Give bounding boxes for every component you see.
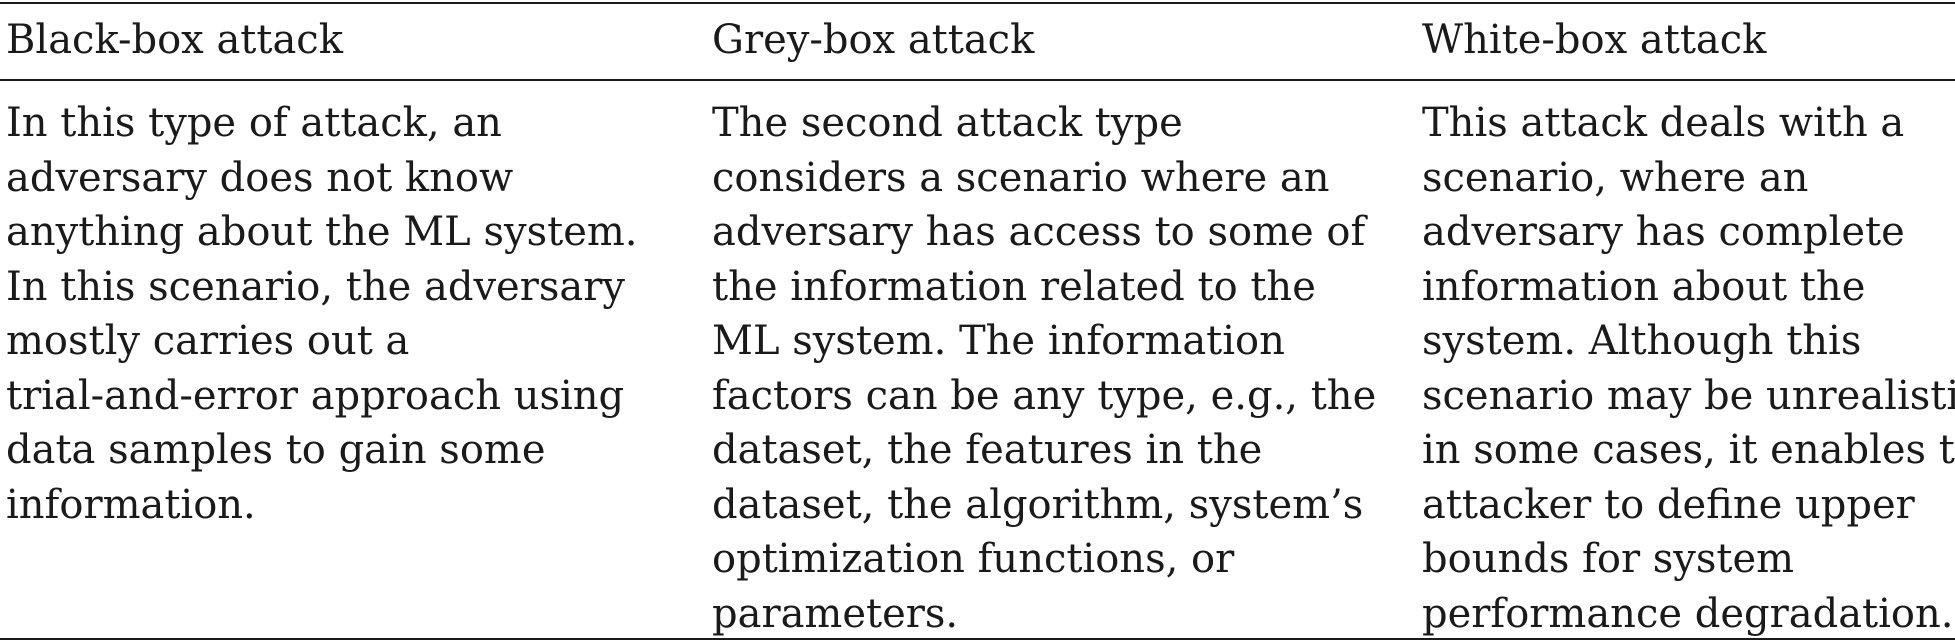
text-line: The second attack type — [712, 100, 1183, 146]
text-line: dataset, the features in the — [712, 427, 1263, 473]
text-line: considers a scenario where an — [712, 154, 1330, 201]
text-line: In this type of attack, an — [6, 100, 502, 146]
text-line: In this scenario, the adversary — [6, 263, 625, 310]
text-line: performance degradation. — [1422, 590, 1954, 637]
text-line: bounds for system — [1422, 536, 1795, 582]
header-white-box: White-box attack — [1422, 17, 1767, 63]
text-line: optimization functions, or — [712, 536, 1235, 582]
text-line: factors can be any type, e.g., the — [712, 372, 1377, 419]
cell-grey-box-description: The second attack type considers a scena… — [712, 96, 1376, 641]
table-header-rule — [0, 79, 1955, 81]
text-line: adversary has complete — [1422, 209, 1905, 255]
text-line: information. — [6, 481, 256, 528]
text-line: dataset, the algorithm, system’s — [712, 481, 1364, 528]
text-line: the information related to the — [712, 263, 1316, 310]
text-line: data samples to gain some — [6, 427, 546, 473]
text-line: ML system. The information — [712, 318, 1285, 364]
text-line: trial-and-error approach using — [6, 372, 625, 419]
text-line: scenario, where an — [1422, 154, 1809, 201]
text-line: system. Although this — [1422, 318, 1862, 364]
text-line: adversary does not know — [6, 154, 514, 201]
table-top-rule — [0, 2, 1955, 4]
table-bottom-rule — [0, 638, 1955, 640]
cell-black-box-description: In this type of attack, an adversary doe… — [6, 96, 638, 532]
header-black-box: Black-box attack — [6, 17, 343, 63]
text-line: adversary has access to some of — [712, 209, 1366, 255]
text-line: scenario may be unrealistic — [1422, 372, 1955, 419]
cell-white-box-description: This attack deals with a scenario, where… — [1422, 96, 1955, 641]
text-line: information about the — [1422, 263, 1866, 310]
text-line: in some cases, it enables the — [1422, 427, 1955, 473]
text-line: attacker to define upper — [1422, 481, 1915, 528]
text-line: mostly carries out a — [6, 318, 410, 364]
text-line: parameters. — [712, 590, 959, 637]
header-grey-box: Grey-box attack — [712, 17, 1035, 63]
text-line: This attack deals with a — [1422, 100, 1905, 146]
text-line: anything about the ML system. — [6, 209, 638, 255]
